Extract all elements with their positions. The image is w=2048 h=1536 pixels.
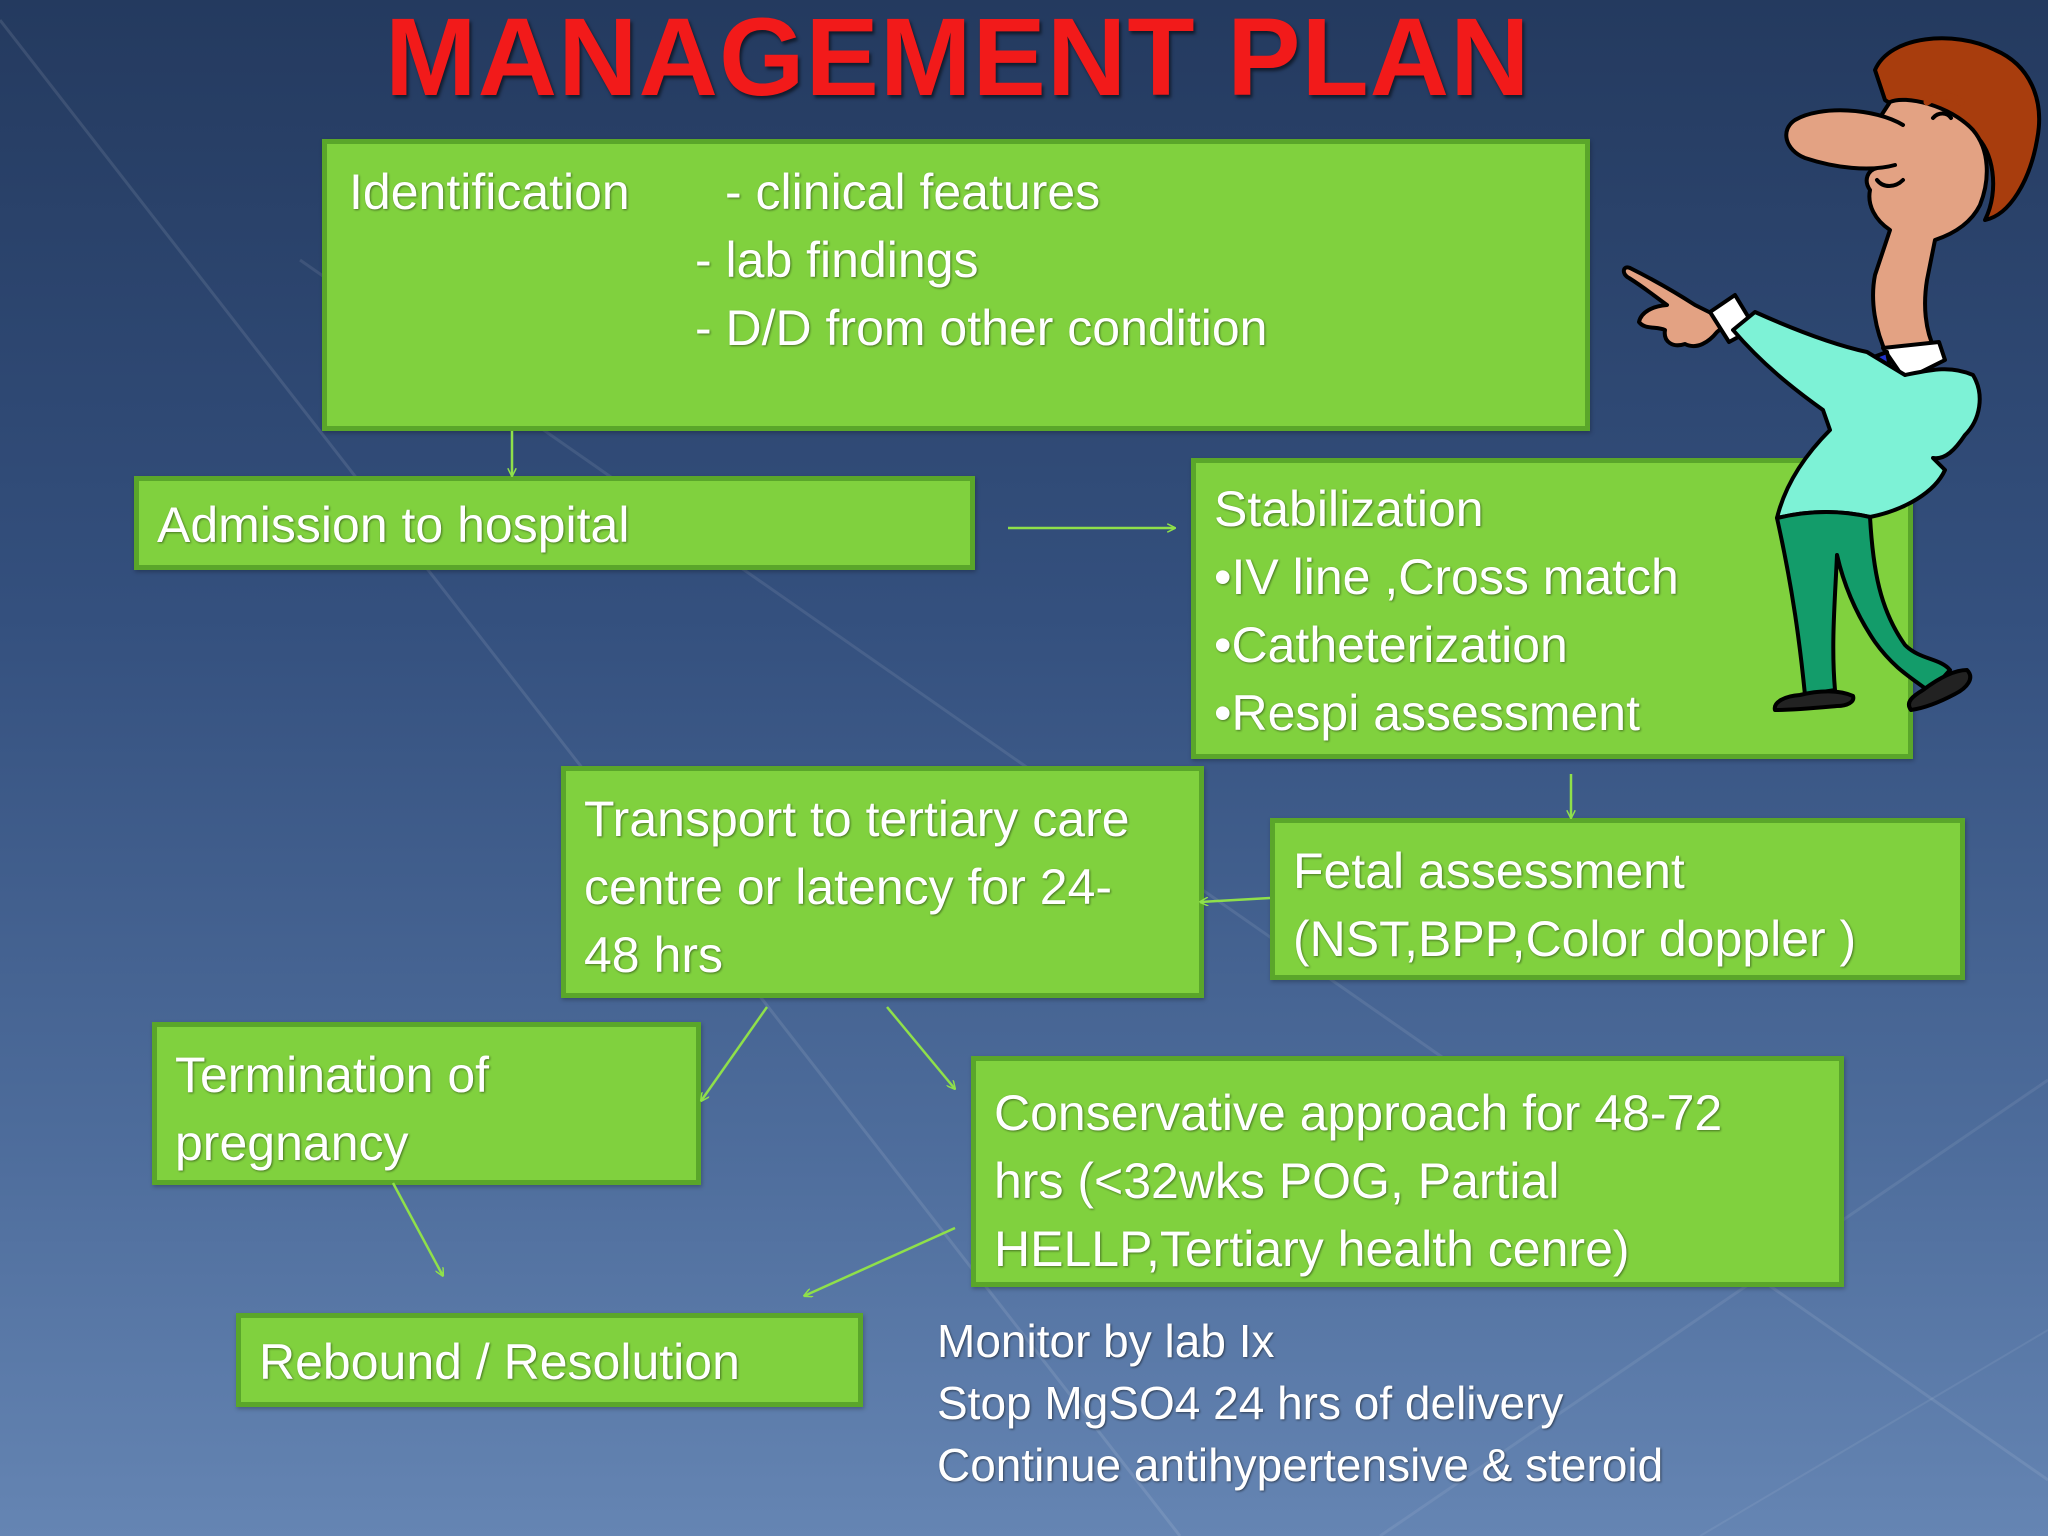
note-line: Stop MgSO4 24 hrs of delivery bbox=[937, 1377, 1564, 1429]
identification-label: Identification bbox=[349, 164, 630, 220]
conservative-line: HELLP,Tertiary health cenre) bbox=[994, 1221, 1630, 1277]
termination-box: Termination of pregnancy bbox=[152, 1022, 701, 1185]
termination-line: pregnancy bbox=[175, 1115, 409, 1171]
stabilization-item: •Respi assessment bbox=[1214, 685, 1641, 741]
stabilization-item: •Catheterization bbox=[1214, 617, 1568, 673]
admission-text: Admission to hospital bbox=[157, 497, 630, 553]
transport-line: Transport to tertiary care bbox=[584, 791, 1130, 847]
admission-box: Admission to hospital bbox=[134, 476, 975, 570]
conservative-approach-box: Conservative approach for 48-72 hrs (<32… bbox=[971, 1056, 1844, 1287]
fetal-line: (NST,BPP,Color doppler ) bbox=[1293, 911, 1857, 967]
note-line: Monitor by lab Ix bbox=[937, 1315, 1275, 1367]
conservative-line: hrs (<32wks POG, Partial bbox=[994, 1153, 1560, 1209]
identification-item: - clinical features bbox=[725, 164, 1101, 220]
termination-line: Termination of bbox=[175, 1047, 490, 1103]
identification-items: - clinical features - lab findings - D/D… bbox=[695, 158, 1267, 362]
identification-box: Identification - clinical features - lab… bbox=[322, 139, 1590, 431]
stabilization-heading: Stabilization bbox=[1214, 481, 1484, 537]
identification-item: - D/D from other condition bbox=[695, 300, 1268, 356]
rebound-text: Rebound / Resolution bbox=[259, 1334, 740, 1390]
transport-line: 48 hrs bbox=[584, 927, 723, 983]
stabilization-item: •IV line ,Cross match bbox=[1214, 549, 1679, 605]
slide-title: MANAGEMENT PLAN bbox=[385, 0, 1531, 119]
identification-item: - lab findings bbox=[695, 232, 979, 288]
fetal-assessment-box: Fetal assessment (NST,BPP,Color doppler … bbox=[1270, 818, 1965, 980]
cartoon-man-pointing-icon bbox=[1621, 36, 2042, 712]
rebound-resolution-box: Rebound / Resolution bbox=[236, 1313, 863, 1407]
postpartum-notes: Monitor by lab Ix Stop MgSO4 24 hrs of d… bbox=[937, 1310, 1663, 1496]
transport-box: Transport to tertiary care centre or lat… bbox=[561, 766, 1204, 998]
transport-line: centre or latency for 24- bbox=[584, 859, 1113, 915]
fetal-line: Fetal assessment bbox=[1293, 843, 1685, 899]
note-line: Continue antihypertensive & steroid bbox=[937, 1439, 1664, 1491]
conservative-line: Conservative approach for 48-72 bbox=[994, 1085, 1723, 1141]
